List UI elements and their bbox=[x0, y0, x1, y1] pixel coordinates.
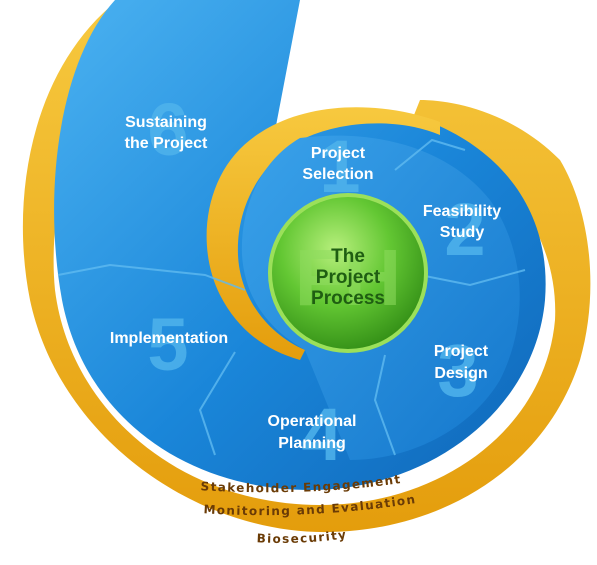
stage-2-number: 2 bbox=[444, 188, 485, 271]
stage-1-number: 1 bbox=[319, 125, 360, 208]
stage-2-label-line-1: Feasibility bbox=[423, 203, 501, 220]
stage-3-label-line-1: Project bbox=[434, 343, 489, 360]
stage-5-number: 5 bbox=[147, 303, 188, 386]
stage-6-label-line-2: the Project bbox=[125, 135, 208, 152]
stage-4-label-line-1: Operational bbox=[268, 413, 357, 430]
center-title-line-1: The bbox=[331, 246, 365, 267]
center-title-line-2: Project bbox=[316, 267, 381, 288]
stage-4-label-line-2: Planning bbox=[278, 435, 346, 452]
stage-6-number: 6 bbox=[147, 88, 188, 171]
stage-5-implementation: 5 Implementation bbox=[110, 303, 228, 386]
stage-4-operational-planning: 4 Operational Planning bbox=[268, 393, 357, 476]
stage-3-label-line-2: Design bbox=[434, 365, 487, 382]
stage-1-project-selection: 1 Project Selection bbox=[302, 125, 373, 208]
stage-3-number: 3 bbox=[437, 329, 478, 412]
stage-5-label-line-1: Implementation bbox=[110, 330, 228, 347]
stage-4-number: 4 bbox=[301, 393, 342, 476]
stage-3-project-design: 3 Project Design bbox=[434, 329, 489, 412]
stage-6-label-line-1: Sustaining bbox=[125, 114, 207, 131]
stage-1-label-line-2: Selection bbox=[302, 166, 373, 183]
ring-label-biosecurity: Biosecurity bbox=[256, 527, 348, 546]
stage-2-feasibility-study: 2 Feasibility Study bbox=[423, 188, 501, 271]
stage-2-label-line-2: Study bbox=[440, 224, 485, 241]
stage-6-sustaining-the-project: 6 Sustaining the Project bbox=[125, 88, 208, 171]
center-circle bbox=[268, 193, 428, 353]
segment-dividers bbox=[57, 138, 526, 456]
center-title-line-3: Process bbox=[311, 288, 385, 309]
inner-gold-ring bbox=[206, 107, 440, 361]
center-logo: FH bbox=[295, 233, 402, 322]
stage-1-label-line-1: Project bbox=[311, 145, 366, 162]
